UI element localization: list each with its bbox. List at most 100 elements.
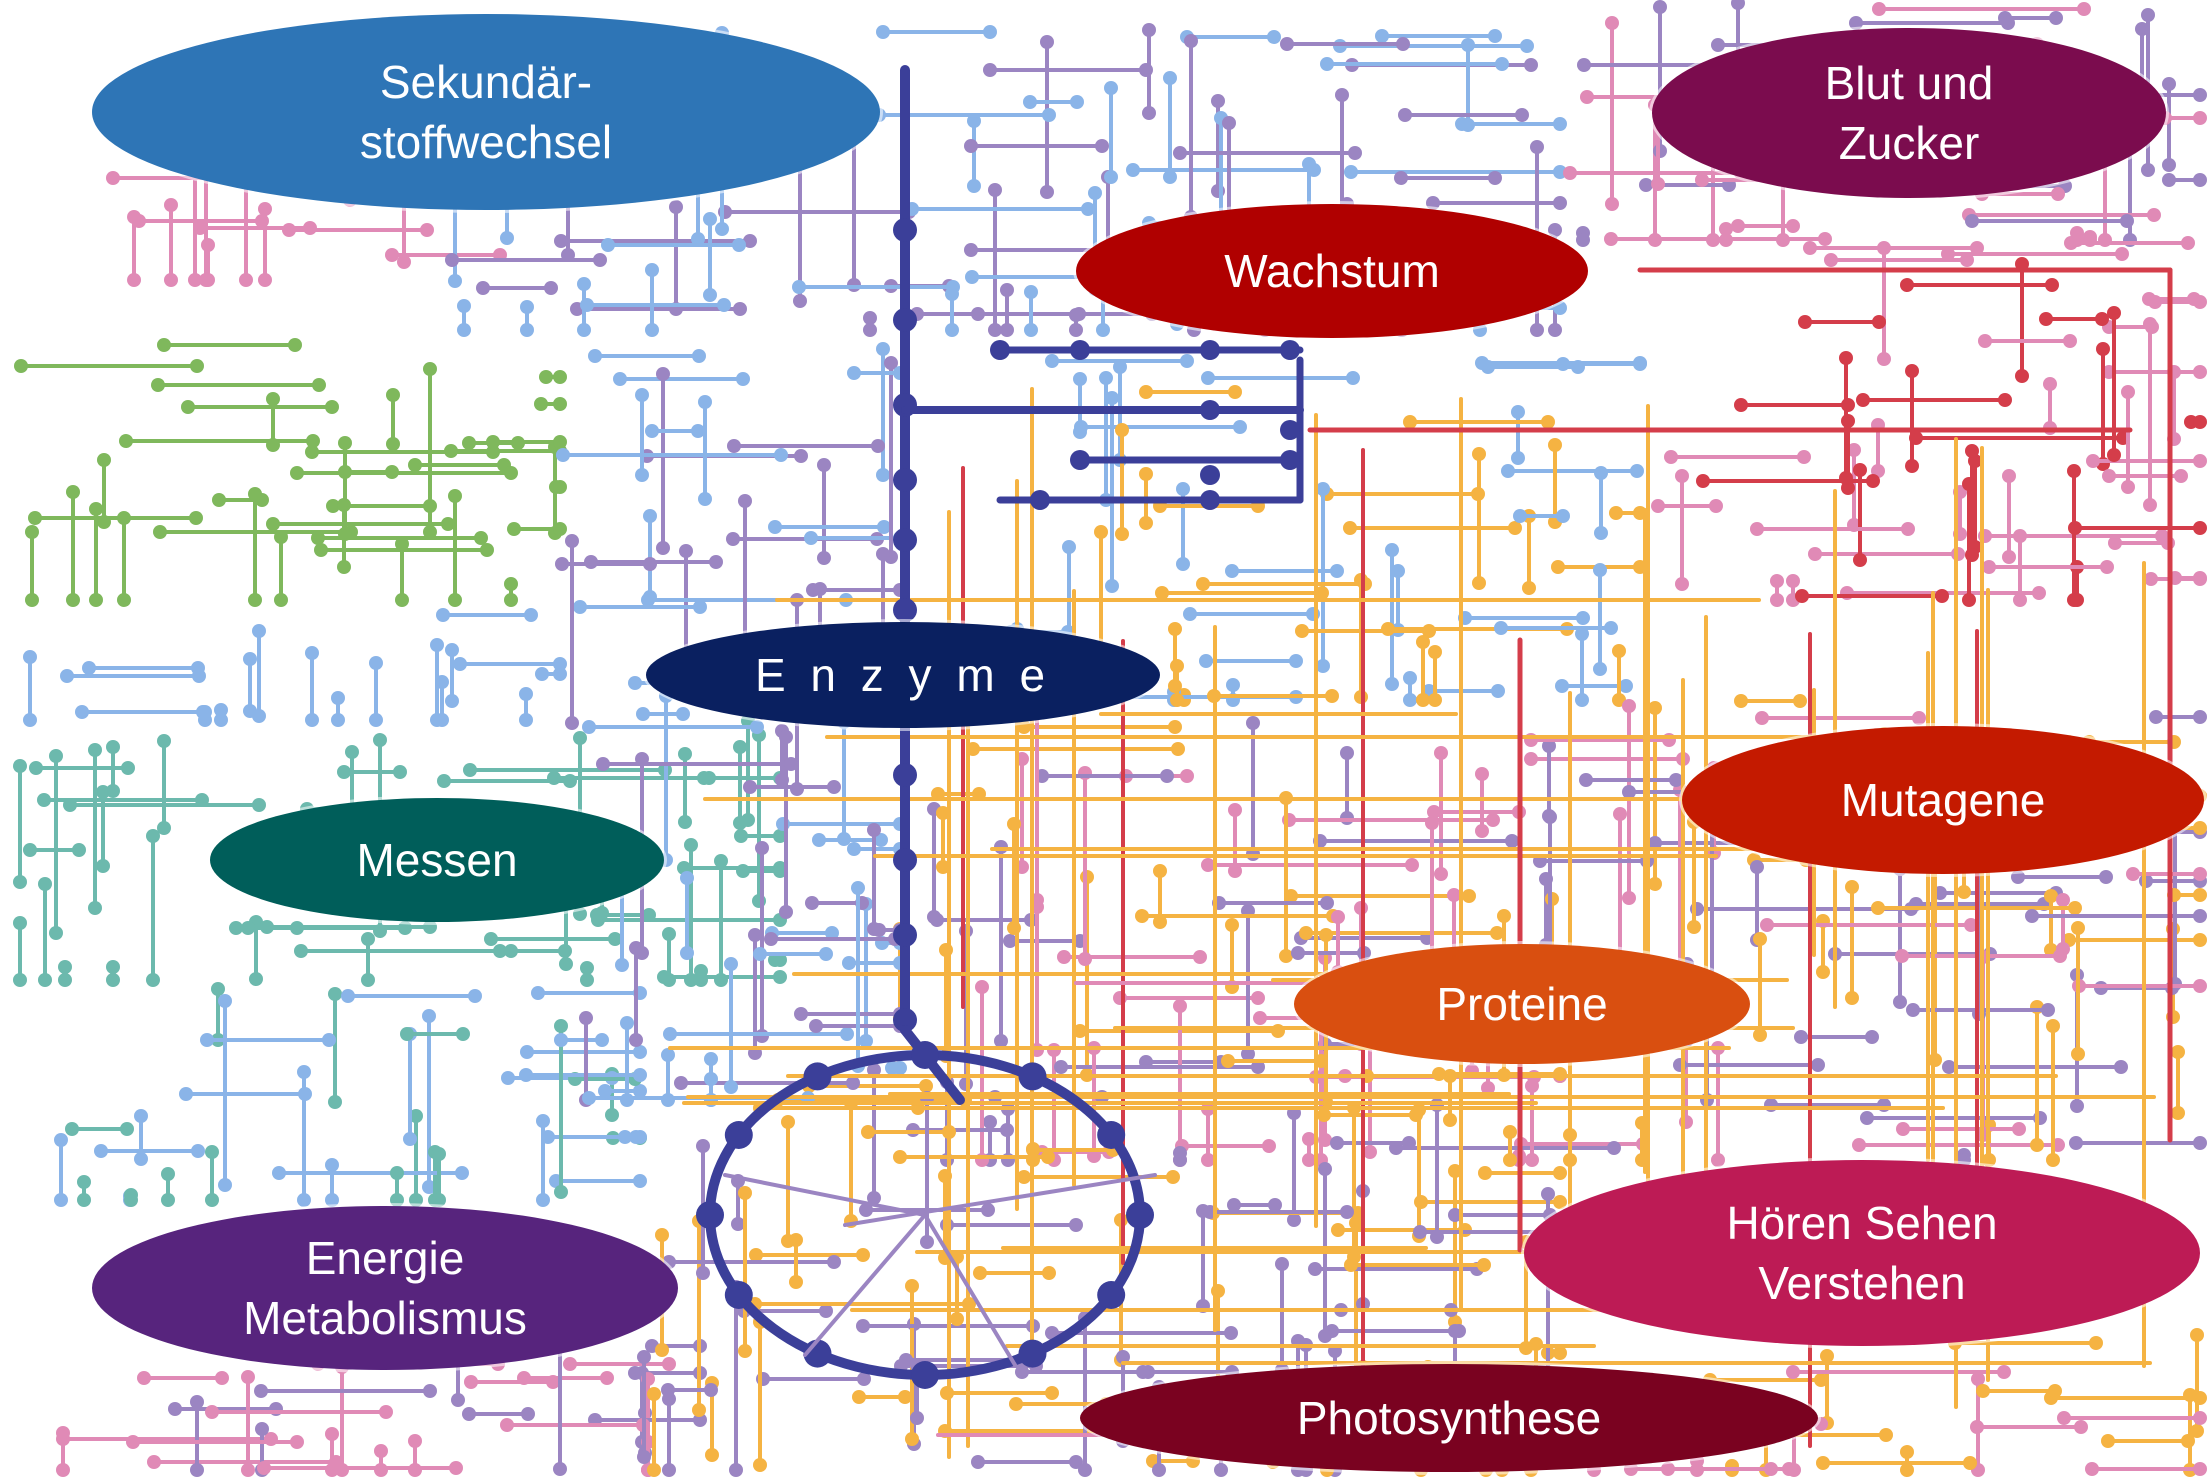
pathway-node	[1023, 95, 1037, 109]
pathway-node	[781, 1115, 795, 1129]
pathway-node	[1852, 1138, 1866, 1152]
pathway-node	[1115, 527, 1129, 541]
pathway-node	[96, 785, 110, 799]
pathway-node	[965, 270, 979, 284]
bubble-hoeren-sehen-verstehen[interactable]: Hören Sehen Verstehen	[1524, 1160, 2200, 1346]
pathway-node	[738, 1186, 752, 1200]
pathway-node	[1081, 202, 1095, 216]
pathway-node	[1648, 877, 1662, 891]
pathway-node	[161, 1167, 175, 1181]
pathway-node	[1302, 1132, 1316, 1146]
pathway-node	[1976, 1384, 1990, 1398]
pathway-node	[1069, 1218, 1083, 1232]
pathway-node	[2193, 1136, 2207, 1150]
pathway-node	[936, 806, 950, 820]
pathway-node	[297, 1065, 311, 1079]
pathway-node	[1346, 371, 1360, 385]
pathway-node	[1793, 694, 1807, 708]
bubble-wachstum[interactable]: Wachstum	[1076, 204, 1588, 338]
pathway-node	[1434, 746, 1448, 760]
pathway-node	[448, 593, 462, 607]
bubble-energie-metabolismus[interactable]: Energie Metabolismus	[92, 1206, 678, 1370]
pathway-node	[1042, 108, 1056, 122]
pathway-node	[2162, 77, 2176, 91]
bubble-sekundaerstoffwechsel[interactable]: Sekundär- stoffwechsel	[92, 14, 880, 210]
pathway-node	[521, 1407, 535, 1421]
pathway-node	[1228, 803, 1242, 817]
pathway-node	[305, 713, 319, 727]
pathway-node	[680, 871, 694, 885]
bubble-messen[interactable]: Messen	[210, 798, 664, 922]
pathway-node	[731, 1217, 745, 1231]
pathway-node	[2025, 909, 2039, 923]
pathway-node	[65, 1122, 79, 1136]
pathway-node	[1478, 1166, 1492, 1180]
pathway-node	[2144, 572, 2158, 586]
pathway-node	[983, 1115, 997, 1129]
pathway-node	[1173, 1153, 1187, 1167]
pathway-node	[1579, 773, 1593, 787]
pathway-node	[201, 238, 215, 252]
pathway-node	[385, 248, 399, 262]
pathway-node	[601, 238, 615, 252]
bubble-blut-und-zucker[interactable]: Blut und Zucker	[1652, 28, 2166, 198]
pathway-node	[1853, 463, 1867, 477]
pathway-node	[134, 1152, 148, 1166]
pathway-node	[254, 1384, 268, 1398]
pathway-node	[252, 624, 266, 638]
pathway-node	[432, 1193, 446, 1207]
pathway-node	[2085, 1462, 2099, 1476]
pathway-node	[1251, 991, 1265, 1005]
pathway-node	[94, 1144, 108, 1158]
bubble-enzyme[interactable]: E n z y m e	[646, 622, 1160, 728]
pathway-node	[311, 531, 325, 545]
pathway-node	[445, 253, 459, 267]
pathway-node	[779, 730, 793, 744]
pathway-node	[1797, 450, 1811, 464]
pathway-node	[1497, 909, 1511, 923]
pathway-node	[474, 531, 488, 545]
pathway-node	[191, 1144, 205, 1158]
pathway-node	[181, 400, 195, 414]
pathway-node	[305, 646, 319, 660]
pathway-node	[23, 843, 37, 857]
pathway-node	[151, 378, 165, 392]
pathway-node	[1142, 23, 1156, 37]
pathway-node	[692, 1403, 706, 1417]
pathway-node	[1824, 253, 1838, 267]
pathway-node	[893, 308, 917, 332]
pathway-node	[2067, 464, 2081, 478]
pathway-node	[504, 466, 518, 480]
bubble-proteine[interactable]: Proteine	[1294, 944, 1750, 1064]
pathway-node	[846, 1076, 860, 1090]
pathway-node	[691, 424, 705, 438]
pathway-node	[147, 1455, 161, 1469]
pathway-node	[328, 1095, 342, 1109]
pathway-node	[1228, 385, 1242, 399]
pathway-node	[288, 338, 302, 352]
pathway-node	[1200, 465, 1220, 485]
pathway-node	[945, 323, 959, 337]
pathway-node	[1978, 334, 1992, 348]
pathway-node	[1461, 38, 1475, 52]
pathway-node	[1163, 170, 1177, 184]
pathway-node	[1553, 196, 1567, 210]
pathway-node	[1795, 589, 1809, 603]
pathway-node	[553, 370, 567, 384]
pathway-node	[2071, 921, 2085, 935]
pathway-node	[794, 449, 808, 463]
pathway-node	[205, 1145, 219, 1159]
pathway-node	[1299, 926, 1313, 940]
pathway-node	[2043, 377, 2057, 391]
bubble-mutagene[interactable]: Mutagene	[1682, 726, 2204, 874]
pathway-node	[863, 311, 877, 325]
pathway-node	[703, 212, 717, 226]
pathway-node	[1024, 285, 1038, 299]
pathway-node	[2193, 572, 2207, 586]
pathway-node	[1343, 521, 1357, 535]
bubble-photosynthese[interactable]: Photosynthese	[1080, 1364, 1818, 1472]
pathway-node	[1087, 1149, 1101, 1163]
pathway-node	[2162, 173, 2176, 187]
pathway-node	[448, 489, 462, 503]
pathway-node	[1153, 915, 1167, 929]
